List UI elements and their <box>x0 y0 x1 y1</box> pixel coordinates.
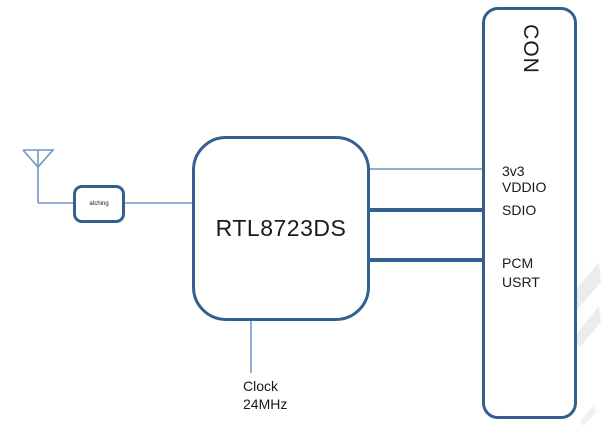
wire-matching-to-chip <box>123 202 194 204</box>
clock-annotation: Clock 24MHz <box>243 377 287 413</box>
pin-label-usrt: USRT <box>502 274 540 290</box>
clock-frequency: 24MHz <box>243 396 288 412</box>
clock-label: Clock <box>243 378 279 394</box>
matching-network-box: atching <box>73 185 125 223</box>
connector-box: CON 3v3 VDDIO SDIO PCM USRT <box>482 7 577 419</box>
chip-label: RTL8723DS <box>215 215 347 241</box>
wire-chip-to-con-pcm <box>368 258 484 262</box>
wire-chip-to-clock <box>250 319 252 373</box>
wire-chip-to-con-power <box>368 168 484 170</box>
chip-box: RTL8723DS <box>192 136 370 321</box>
pin-label-pcm: PCM <box>502 255 534 271</box>
wire-chip-to-con-sdio <box>368 208 484 212</box>
pin-label-3v3: 3v3 <box>502 163 525 179</box>
pin-label-sdio: SDIO <box>502 202 537 218</box>
matching-network-label: atching <box>89 201 109 207</box>
antenna-icon <box>22 149 75 204</box>
connector-title: CON <box>518 24 542 74</box>
pin-label-vddio: VDDIO <box>502 179 547 195</box>
